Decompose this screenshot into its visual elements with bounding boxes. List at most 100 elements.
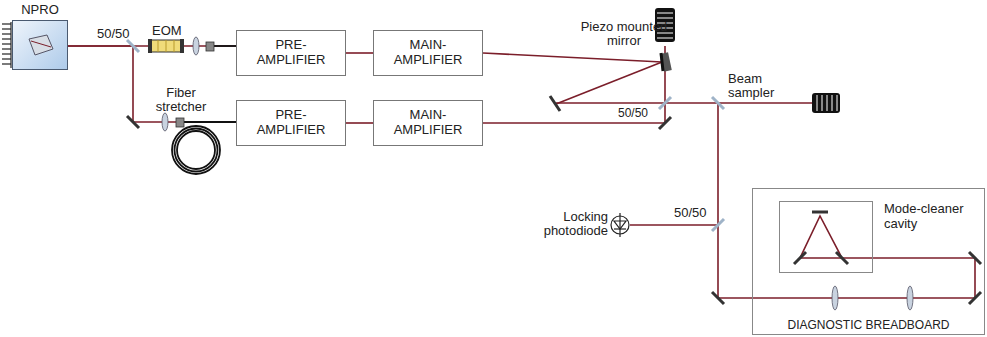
heat-sink-fin — [2, 38, 11, 39]
amplifier-box: MAIN- AMPLIFIER — [373, 100, 483, 146]
lens — [832, 286, 838, 310]
eom-cap — [148, 39, 152, 53]
heat-sink-fin — [2, 33, 11, 34]
heat-sink — [2, 22, 11, 68]
heat-sink-fin — [2, 48, 11, 49]
beam — [718, 297, 975, 299]
piezo-mirror — [660, 52, 672, 71]
dump-fin — [657, 18, 673, 19]
beam-paths — [483, 46, 975, 298]
eom-cap — [180, 39, 184, 53]
mirror — [712, 292, 724, 304]
laser-beam — [346, 122, 373, 124]
heat-sink-fin — [2, 53, 11, 54]
amplifier-box: PRE- AMPLIFIER — [236, 100, 346, 146]
cavity-box: Mode-cleaner cavity — [779, 201, 873, 273]
fiber — [182, 121, 236, 123]
dump-fin — [817, 95, 818, 111]
heat-sink-fin — [2, 43, 11, 44]
dump-fin — [837, 95, 838, 111]
fiber-coil — [172, 126, 220, 174]
crystal-beam — [31, 41, 51, 47]
cavity-mirror — [812, 211, 828, 214]
npro-crystal — [13, 21, 67, 69]
beam — [556, 62, 662, 104]
fiber — [214, 45, 236, 47]
mirror — [659, 117, 671, 129]
lens — [907, 286, 913, 310]
eom-crystal — [150, 40, 182, 52]
fiber-coil — [175, 129, 218, 172]
part-label: Piezo mounted mirror — [572, 20, 676, 49]
cavity-beam — [800, 216, 842, 258]
node-label: MAIN- AMPLIFIER — [394, 38, 463, 68]
mirror — [550, 96, 560, 111]
part-label: 50/50 — [97, 27, 130, 41]
beam — [483, 53, 662, 62]
diode-lead — [619, 213, 620, 237]
breadboard-panel: Mode-cleaner cavityDIAGNOSTIC BREADBOARD — [752, 188, 985, 335]
beam-splitter — [659, 97, 671, 109]
dump-fin — [657, 13, 673, 14]
part-label: Locking photodiode — [536, 210, 608, 239]
node-label: NPRO — [0, 3, 87, 18]
beam-dumps — [655, 8, 840, 113]
part-label: 50/50 — [674, 206, 707, 220]
beam — [717, 103, 719, 298]
cavity-mirror — [836, 252, 848, 264]
mirror — [969, 292, 981, 304]
heat-sink-fin — [2, 28, 11, 29]
dump-fin — [827, 95, 828, 111]
node-label: PRE- AMPLIFIER — [257, 38, 326, 68]
heat-sink-fin — [2, 58, 11, 59]
fiber-coil — [177, 131, 215, 169]
mirror — [969, 252, 981, 264]
fiber-coupler — [176, 118, 184, 127]
part-label: Beam sampler — [728, 72, 798, 101]
crystal — [29, 35, 53, 55]
node-label: PRE- AMPLIFIER — [257, 108, 326, 138]
mirror — [661, 53, 663, 71]
part-label: EOM — [152, 24, 182, 38]
amplifier-box: MAIN- AMPLIFIER — [373, 30, 483, 76]
photodiode-symbol — [611, 213, 629, 237]
beam — [842, 257, 975, 259]
lenses — [162, 37, 913, 310]
fiber-coupler — [206, 42, 214, 51]
laser-beam — [346, 52, 373, 54]
beam — [483, 122, 665, 124]
beam — [974, 258, 976, 298]
laser-head: NPRO — [12, 20, 68, 70]
lens — [193, 37, 199, 55]
mirror — [127, 116, 139, 128]
beam-dump — [812, 93, 840, 113]
cavity-mirror — [794, 252, 806, 264]
amplifier-box: PRE- AMPLIFIER — [236, 30, 346, 76]
beam-splitter — [127, 40, 139, 52]
eom-symbol — [148, 39, 184, 53]
dump-fin — [822, 95, 823, 111]
beam-sampler-symbol — [712, 97, 724, 109]
lens — [162, 113, 168, 131]
dump-fin — [657, 38, 673, 39]
beam — [556, 102, 812, 104]
heat-sink-fin — [2, 63, 11, 64]
piezo-mount — [660, 52, 672, 71]
node-label: MAIN- AMPLIFIER — [394, 108, 463, 138]
node-label: DIAGNOSTIC BREADBOARD — [753, 319, 984, 333]
eom-stripe — [174, 40, 175, 52]
heat-sink-fin — [2, 23, 11, 24]
eom-stripe — [158, 40, 159, 52]
dump-fins — [657, 13, 837, 111]
node-label: Mode-cleaner cavity — [884, 202, 984, 232]
mirrors — [127, 96, 981, 304]
part-label: 50/50 — [618, 107, 648, 120]
dump-fin — [832, 95, 833, 111]
laser-beam — [68, 46, 236, 122]
eom-stripe — [166, 40, 167, 52]
beam — [630, 224, 718, 226]
